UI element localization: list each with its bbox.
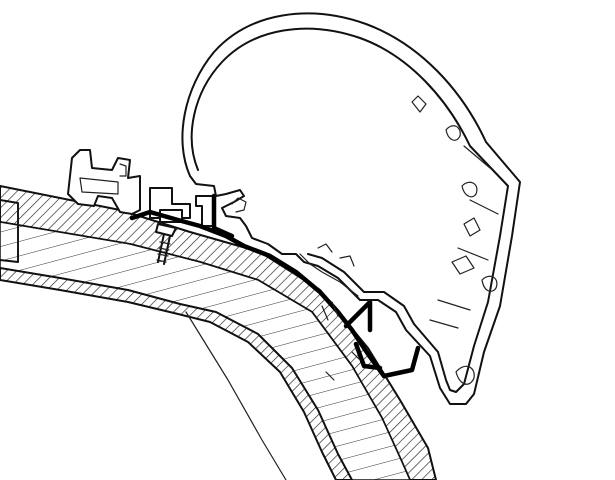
bracket-hook [195, 195, 215, 227]
rail-screw-2 [325, 371, 335, 381]
screw-thread [156, 241, 171, 263]
adapter-rail-foot [353, 341, 383, 371]
awning-case-outer [181, 12, 521, 405]
adapter-rail-end [343, 299, 421, 379]
case-groove-mid [461, 181, 481, 237]
screw-head [155, 223, 177, 237]
case-inner-wall [299, 253, 359, 297]
rail-screw-1 [321, 301, 339, 321]
case-inner-partition [429, 145, 499, 329]
rail-screws [321, 301, 361, 381]
adapter-rail-lip [211, 193, 235, 239]
awning-case-profile [181, 12, 521, 405]
top-profile-inner [79, 177, 119, 195]
awning-case-inner [190, 27, 509, 393]
interior-liner-edge [185, 311, 287, 480]
top-profile-body [67, 149, 141, 215]
adapter-rail-main [129, 209, 387, 379]
case-groove-top [411, 95, 461, 141]
case-detail-slots [317, 243, 355, 267]
top-profile-slot [119, 163, 127, 177]
fixing-screw [155, 223, 177, 265]
adapter-rail-profile [129, 193, 421, 379]
rail-screw-3 [351, 351, 361, 361]
case-bottom-hook [455, 365, 475, 385]
case-hook-left [231, 197, 247, 213]
interior-ceiling-panel [0, 267, 353, 480]
roof-edge-profile [67, 149, 141, 215]
vehicle-roof-section [0, 185, 437, 480]
case-groove-low [451, 255, 498, 292]
